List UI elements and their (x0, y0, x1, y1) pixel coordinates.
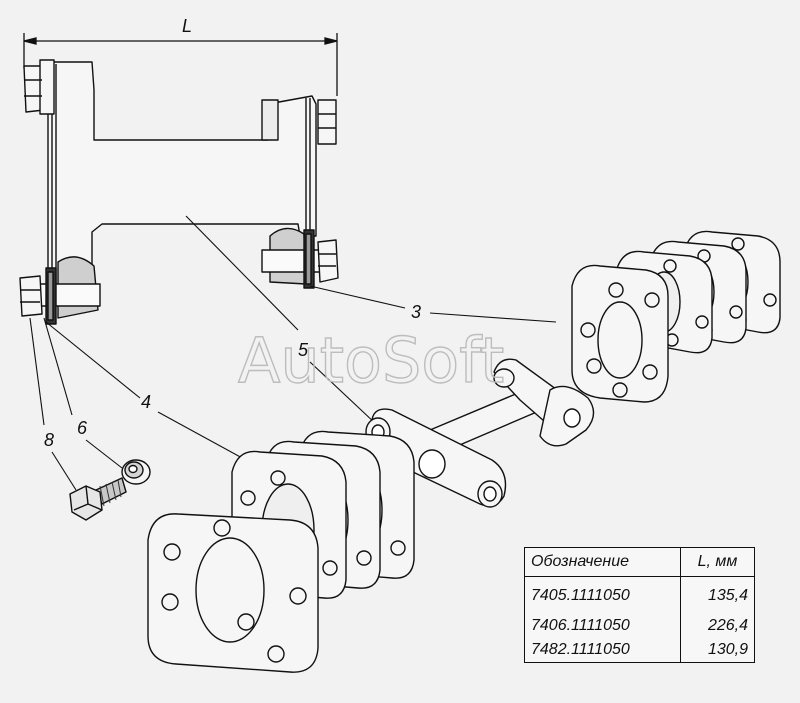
table-row: 7405.1111050 135,4 (524, 576, 755, 615)
callout-8: 8 (44, 430, 54, 450)
bolt-8 (69, 477, 127, 521)
washer-6 (121, 459, 151, 485)
cell-designation: 7482.1111050 (524, 638, 681, 663)
cell-designation: 7405.1111050 (524, 576, 681, 615)
cell-length: 135,4 (707, 586, 748, 604)
shim-stack-3 (571, 230, 781, 403)
table-row: 7406.1111050 226,4 (524, 614, 755, 638)
specification-table: Обозначение L, мм 7405.1111050 135,4 740… (524, 547, 755, 663)
cell-length: 226,4 (707, 617, 748, 635)
leader-lines (29, 215, 557, 491)
lower-left-bushing (19, 256, 101, 325)
callout-5: 5 (298, 340, 309, 360)
link-5 (365, 358, 595, 508)
lower-right-bushing (261, 227, 339, 289)
cell-designation: 7406.1111050 (524, 614, 681, 638)
dimension-l (23, 33, 338, 96)
dimension-label: L (182, 16, 192, 36)
table-row: 7482.1111050 130,9 (524, 638, 755, 663)
table-header-row: Обозначение L, мм (524, 547, 755, 577)
watermark-logo: AutoSoft (238, 324, 504, 397)
callout-4: 4 (141, 392, 151, 412)
callout-3: 3 (411, 302, 421, 322)
callout-6: 6 (77, 418, 88, 438)
column-header-length: L, мм (680, 547, 755, 577)
cell-length: 130,9 (707, 641, 748, 658)
shim-stack-4 (147, 430, 415, 673)
column-header-designation: Обозначение (524, 547, 681, 577)
bracket-assembly (23, 59, 337, 287)
